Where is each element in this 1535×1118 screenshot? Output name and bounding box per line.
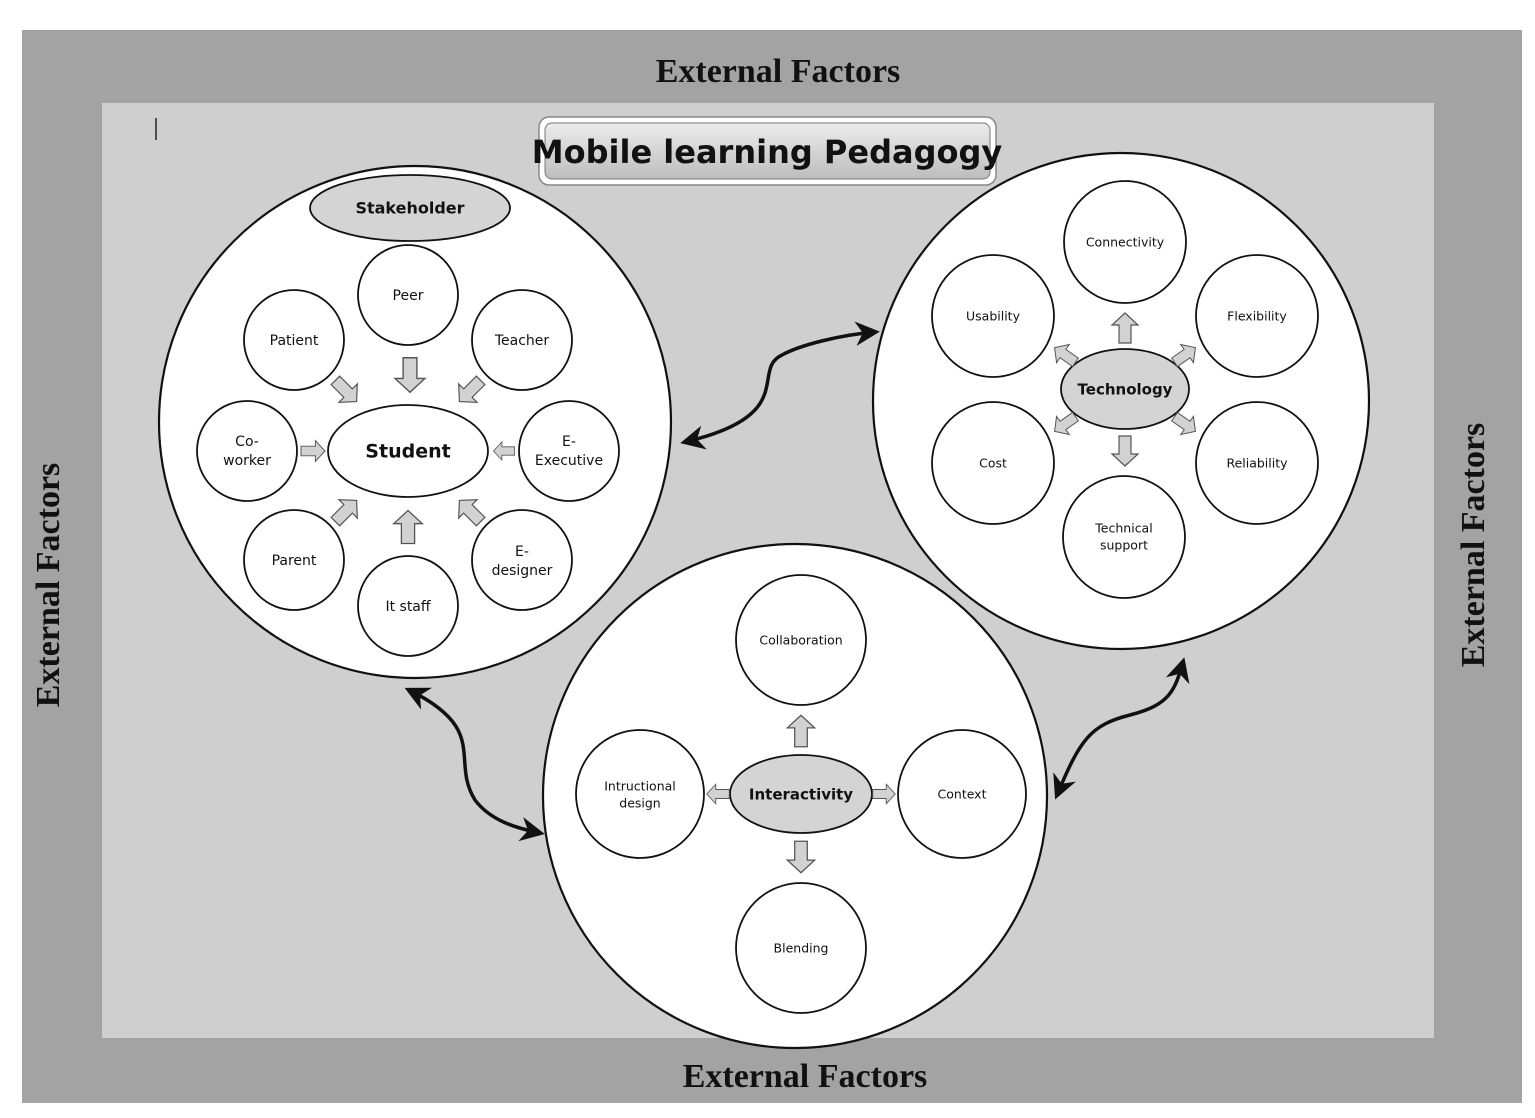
collaboration-label: Collaboration [759,633,842,648]
student-ellipse [327,404,489,498]
usability-node [931,254,1055,378]
context-node [897,729,1027,859]
technology-to-usability-arrow [1053,343,1080,368]
usability-label: Usability [966,309,1021,324]
designer-node [471,509,573,611]
peer-node [357,244,459,346]
stakeholder-technology-connector [680,321,880,450]
patient-node [243,289,345,391]
context-label: Context [938,787,987,802]
parent-label: Parent [272,553,317,569]
peer-label: Peer [393,288,424,304]
flexibility-node [1195,254,1319,378]
teacher-label: Teacher [494,333,550,349]
stakeholder-interactivity-connector [404,687,545,842]
interactivity-to-collaboration-arrow [785,714,817,748]
coworker-node [196,400,298,502]
designer-label-line2: designer [492,563,553,579]
blending-node [735,882,867,1014]
technical-support-label-line1: Technical [1094,521,1152,536]
teacher-to-student-arrow [458,375,486,403]
technical-support-node [1062,475,1186,599]
parent-node [243,509,345,611]
external-factors-top: External Factors [656,53,901,90]
interactivity-nodes: Collaboration Intructional design Contex… [575,574,1027,1014]
technology-to-connectivity-arrow [1110,312,1140,344]
interactivity-technology-connector [1053,657,1190,800]
technology-hub-label: Technology [1078,381,1173,399]
technology-to-flexibility-arrow [1170,343,1197,368]
stakeholder-header-ellipse [309,174,511,242]
reliability-label: Reliability [1226,456,1288,471]
executive-node [518,400,620,502]
instructional-design-node [575,729,705,859]
technology-block-arrows [1053,312,1197,467]
reliability-node [1195,401,1319,525]
collaboration-node [735,574,867,706]
teacher-node [471,289,573,391]
interactivity-hub-label: Interactivity [749,786,853,804]
patient-label: Patient [270,333,319,349]
executive-label-line1: E- [562,434,576,450]
instructional-design-label-line1: Intructional [604,779,676,794]
technology-to-cost-arrow [1053,411,1080,436]
parent-to-student-arrow [330,499,358,527]
technology-to-reliability-arrow [1170,411,1197,436]
technology-hub-ellipse [1060,348,1190,430]
connectivity-node [1063,180,1187,304]
external-factors-right: External Factors [1455,423,1492,668]
peer-to-student-arrow [393,357,427,394]
designer-label-line1: E- [515,544,529,560]
itstaff-to-student-arrow [392,509,424,545]
title-box: Mobile learning Pedagogy [532,116,1003,186]
interactivity-to-context-arrow [872,783,896,805]
interactivity-to-blending-arrow [785,840,817,874]
patient-to-student-arrow [330,375,358,403]
executive-to-student-arrow [492,440,515,462]
stakeholder-nodes: Peer Patient Teacher Co- worker E- Execu… [196,244,620,657]
stakeholder-block-arrows [300,357,515,545]
technical-support-label-line2: support [1100,538,1148,553]
instructional-design-label-line2: design [619,796,660,811]
connectivity-label: Connectivity [1086,235,1165,250]
technology-nodes: Connectivity Usability Flexibility Cost … [931,180,1319,599]
external-factors-left: External Factors [30,463,67,708]
designer-to-student-arrow [458,499,486,527]
technology-to-support-arrow [1110,435,1140,467]
interactivity-to-design-arrow [706,783,730,805]
executive-label-line2: Executive [535,453,603,469]
blending-label: Blending [774,941,829,956]
itstaff-label: It staff [385,599,430,615]
itstaff-node [357,555,459,657]
stakeholder-header: Stakeholder [355,199,464,218]
coworker-label-line2: worker [223,453,271,469]
diagram-title: Mobile learning Pedagogy [532,133,1003,171]
coworker-label-line1: Co- [235,434,259,450]
cost-node [931,401,1055,525]
student-label: Student [365,441,450,463]
cost-label: Cost [979,456,1007,471]
interactivity-block-arrows [706,714,896,874]
interactivity-hub-ellipse [729,754,873,834]
external-factors-bottom: External Factors [683,1058,928,1095]
student-to-coworker-arrow [300,439,326,463]
flexibility-label: Flexibility [1227,309,1287,324]
